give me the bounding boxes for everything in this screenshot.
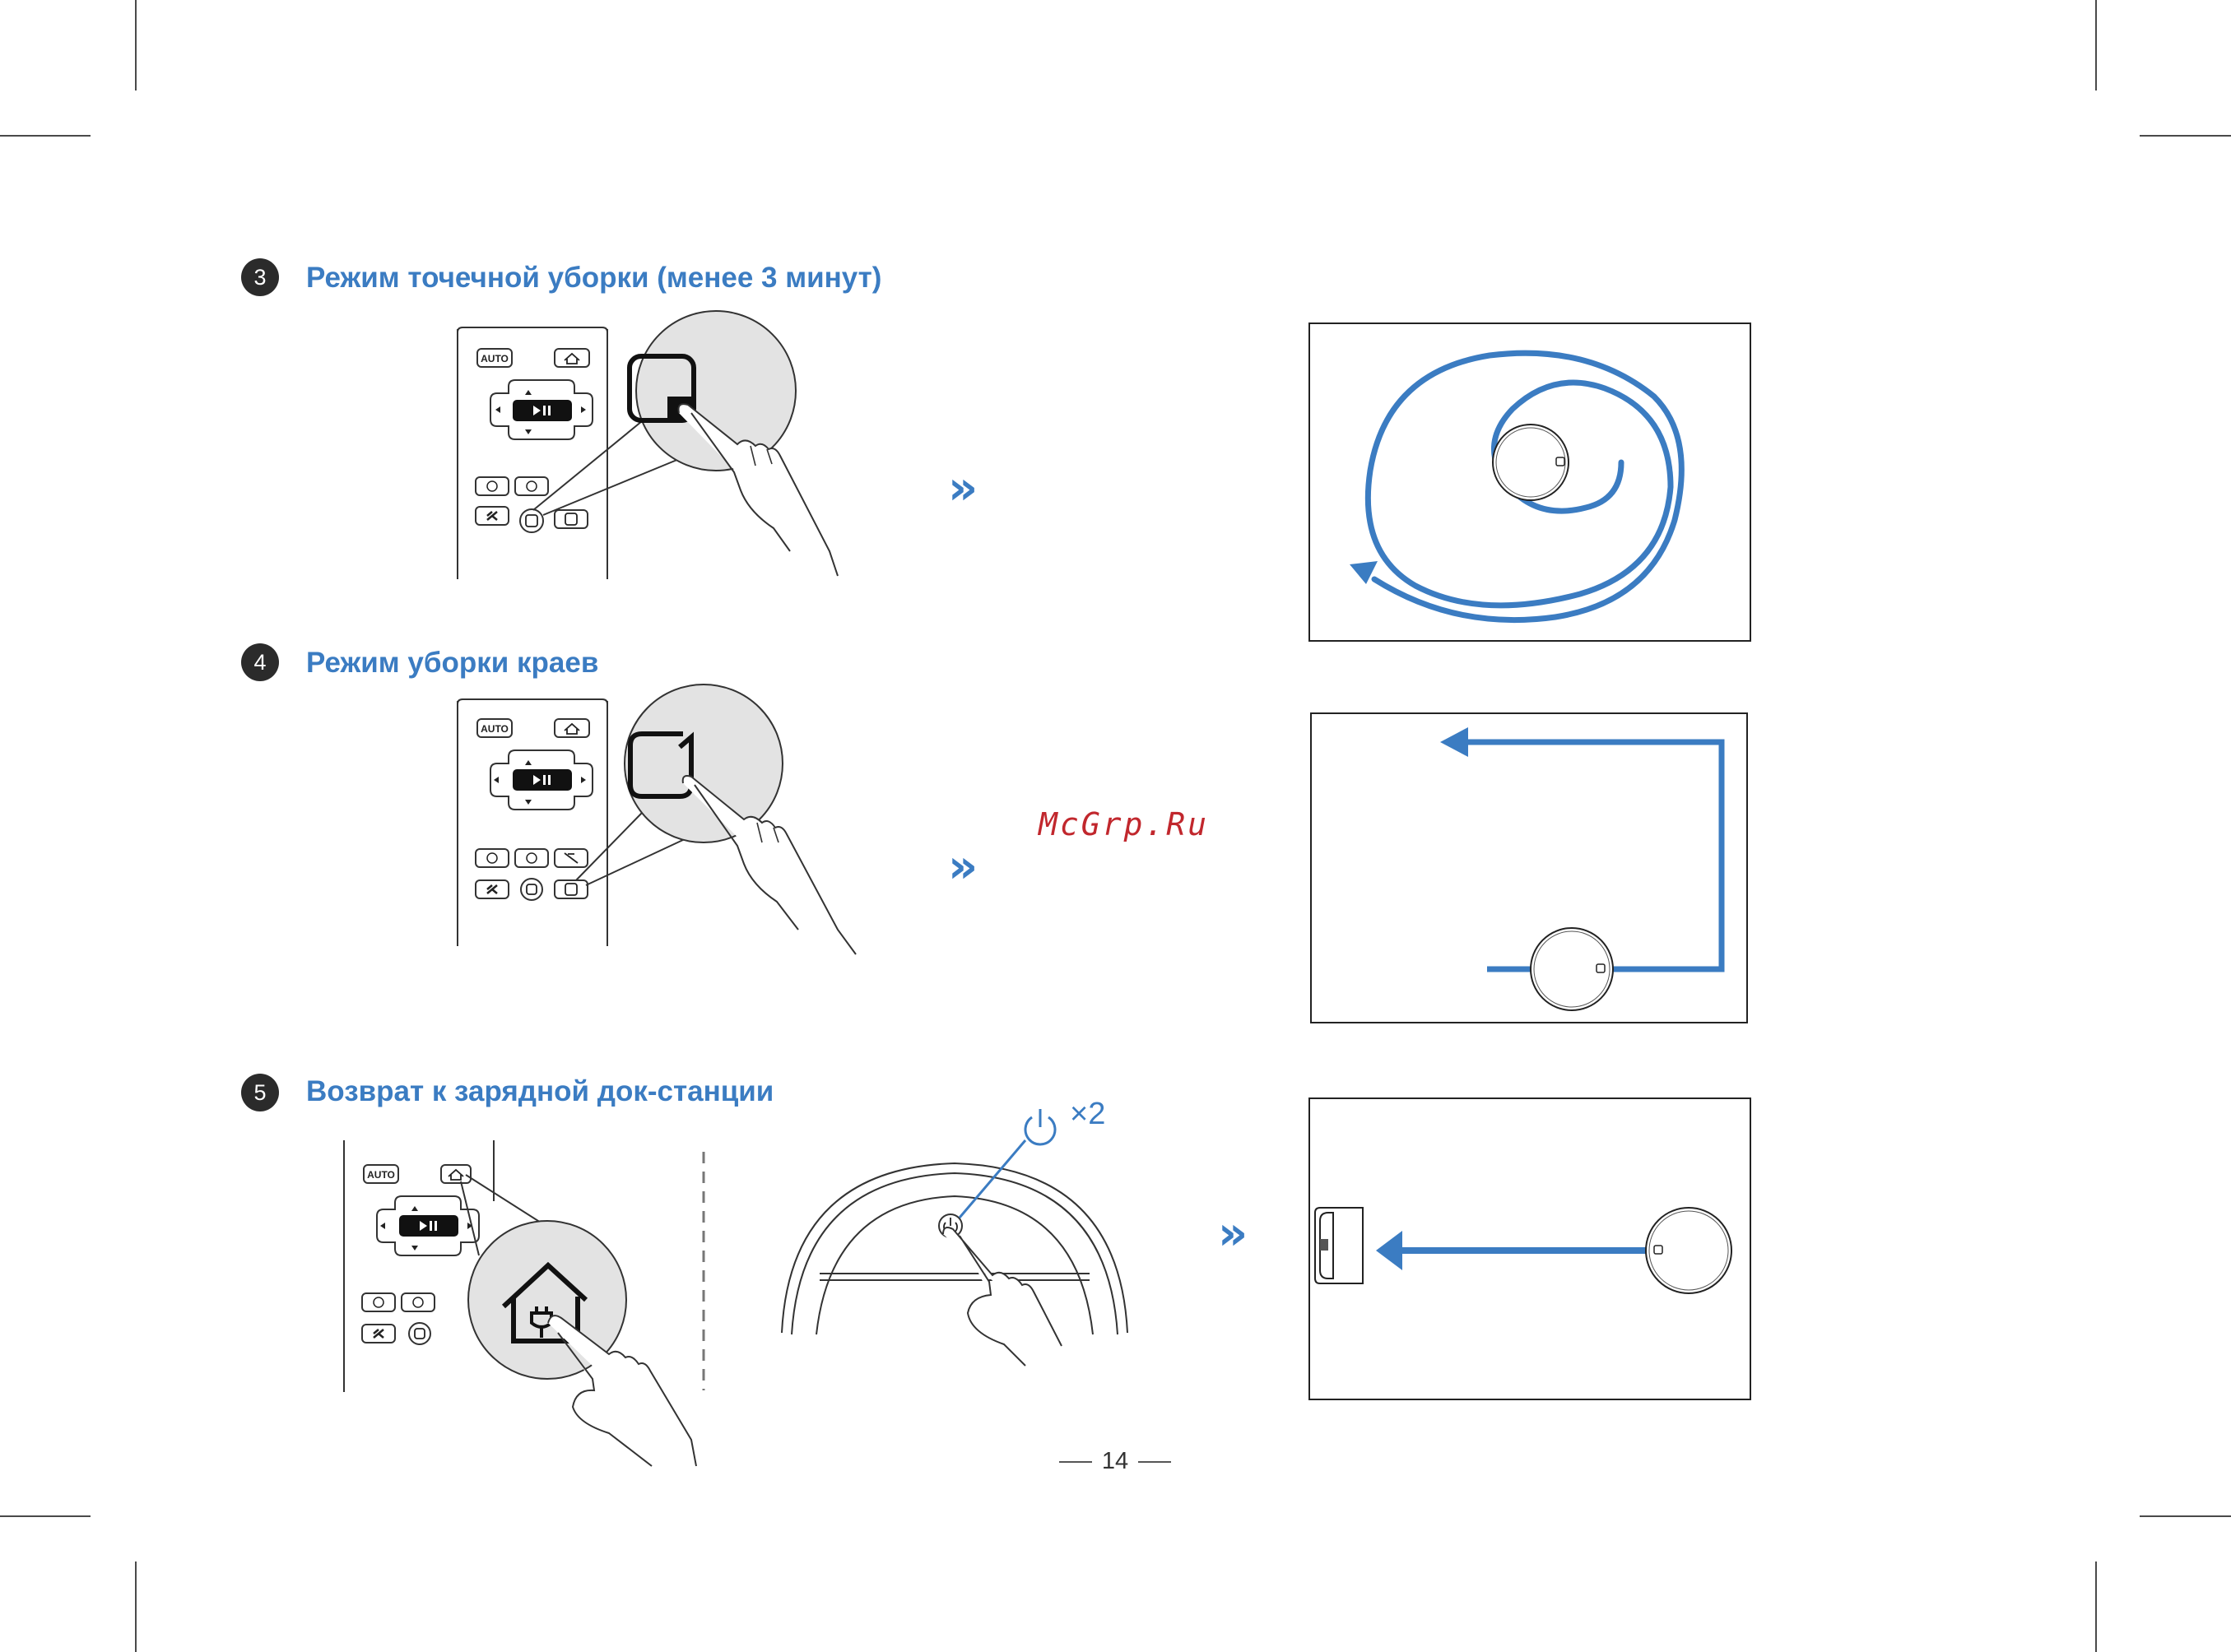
return-to-dock-diagram (1308, 1097, 1751, 1400)
page-number-value: 14 (1102, 1448, 1128, 1474)
spot-button-highlight (520, 509, 543, 532)
max-mode-button (402, 1293, 435, 1311)
spot-button (521, 879, 542, 900)
auto-label: AUTO (481, 353, 509, 364)
spiral-cleaning-pattern-diagram (1308, 323, 1751, 642)
auto-label: AUTO (481, 723, 509, 735)
watermark: McGrp.Ru (1039, 806, 1209, 842)
crop-mark (2140, 1515, 2231, 1517)
page-number: 14 (1037, 1448, 1193, 1475)
next-arrow-icon: » (1218, 1211, 1248, 1257)
crop-mark (2095, 1562, 2097, 1652)
section-title-edge-cleaning: Режим уборки краев (306, 647, 598, 680)
press-count-label: ×2 (1070, 1097, 1105, 1132)
play-pause-button (399, 1215, 458, 1237)
dashed-divider (701, 1152, 706, 1390)
max-mode-button (515, 849, 548, 867)
next-arrow-icon: » (948, 844, 978, 890)
crop-mark (2140, 135, 2231, 137)
spot-button (409, 1323, 430, 1344)
schedule-button (476, 477, 509, 495)
pointing-hand (943, 1227, 1062, 1366)
magnified-edge-button (625, 684, 783, 842)
edge-cleaning-pattern-diagram (1310, 712, 1748, 1025)
section-title-spot-cleaning: Режим точечной уборки (менее 3 минут) (306, 262, 881, 295)
max-mode-button (515, 477, 548, 495)
next-arrow-icon: » (948, 466, 978, 512)
step-badge: 5 (241, 1074, 279, 1111)
crop-mark (0, 135, 91, 137)
pointing-hand (548, 1316, 696, 1466)
remote-control-illustration: AUTO (329, 1135, 724, 1473)
remote-control-illustration: AUTO (444, 683, 889, 979)
auto-label: AUTO (367, 1169, 395, 1181)
crop-mark (135, 0, 137, 90)
crop-mark (2095, 0, 2097, 90)
play-pause-button (513, 769, 572, 791)
step-badge: 3 (241, 258, 279, 296)
section-title-return-to-dock: Возврат к зарядной док-станции (306, 1075, 774, 1108)
play-pause-button (513, 400, 572, 421)
crop-mark (0, 1515, 91, 1517)
remote-control-illustration: AUTO (444, 304, 856, 584)
crop-mark (135, 1562, 137, 1652)
step-badge: 4 (241, 643, 279, 681)
power-icon (1025, 1109, 1055, 1144)
schedule-button (362, 1293, 395, 1311)
schedule-button (476, 849, 509, 867)
